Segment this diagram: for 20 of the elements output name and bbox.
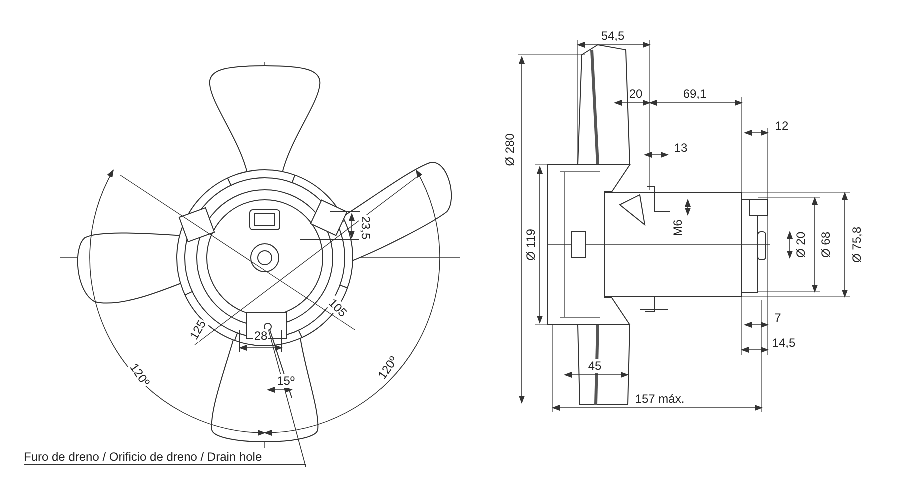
dimension-label: Ø 280 <box>503 132 517 168</box>
dimension-label: Ø 119 <box>524 228 538 262</box>
leader-line <box>268 330 306 468</box>
dimension-label: 28 <box>253 329 269 343</box>
dimension-label: 15º <box>276 374 296 388</box>
dimension-label: Ø 68 <box>819 231 833 259</box>
dimension-label: 14,5 <box>771 336 797 350</box>
dimension-label: 13 <box>673 141 689 155</box>
dimension-label: 54,5 <box>600 29 626 43</box>
dimension-label: Ø 20 <box>794 231 808 259</box>
dimension-label: 157 máx. <box>634 392 686 406</box>
dimension-label: M6 <box>671 218 685 238</box>
dimension-label: 69,1 <box>682 87 708 101</box>
dimension-label: 7 <box>774 311 782 325</box>
dimension-label: 23,5 <box>359 215 373 241</box>
dimension-label: 12 <box>774 119 790 133</box>
dimension-label: Ø 75,8 <box>850 226 864 264</box>
dimension-label: 20 <box>628 87 644 101</box>
dimension-label: 45 <box>587 359 603 373</box>
callout-text: Furo de dreno / Orificio de dreno / Drain hole <box>24 450 306 465</box>
